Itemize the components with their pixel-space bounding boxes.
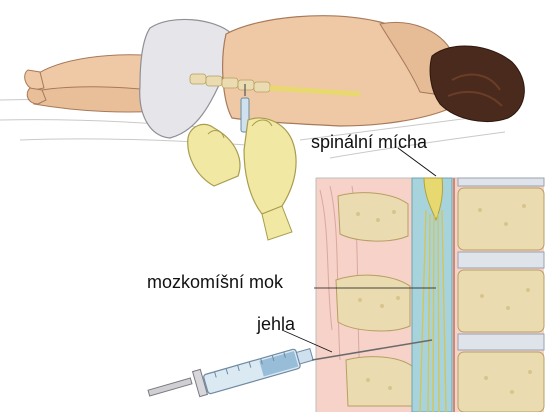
syringe <box>148 345 314 397</box>
needle-label: jehla <box>257 315 295 333</box>
vertebral-bodies <box>458 178 544 412</box>
spinal-cord-leader <box>398 148 436 176</box>
spinous-processes <box>336 193 412 406</box>
spinal-cord-label: spinální mícha <box>311 133 427 151</box>
gloved-hands <box>188 118 296 240</box>
spine-cross-section <box>316 178 544 412</box>
csf-label: mozkomíšní mok <box>147 273 283 291</box>
